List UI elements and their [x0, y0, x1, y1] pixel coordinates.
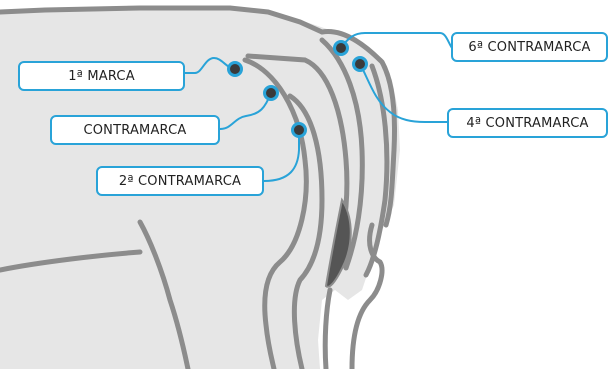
rear-leg-line-2	[325, 290, 330, 369]
marker-primera-marca	[229, 63, 242, 76]
label-sexta-contramarca: 6ª CONTRAMARCA	[451, 32, 608, 62]
label-primera-marca: 1ª MARCA	[18, 61, 185, 91]
marker-sexta-contramarca	[335, 42, 348, 55]
label-contramarca: CONTRAMARCA	[50, 115, 220, 145]
label-segunda-contramarca: 2ª CONTRAMARCA	[96, 166, 264, 196]
marker-segunda-contramarca	[293, 124, 306, 137]
marker-cuarta-contramarca	[354, 58, 367, 71]
label-cuarta-contramarca: 4ª CONTRAMARCA	[447, 108, 608, 138]
marker-contramarca	[265, 87, 278, 100]
